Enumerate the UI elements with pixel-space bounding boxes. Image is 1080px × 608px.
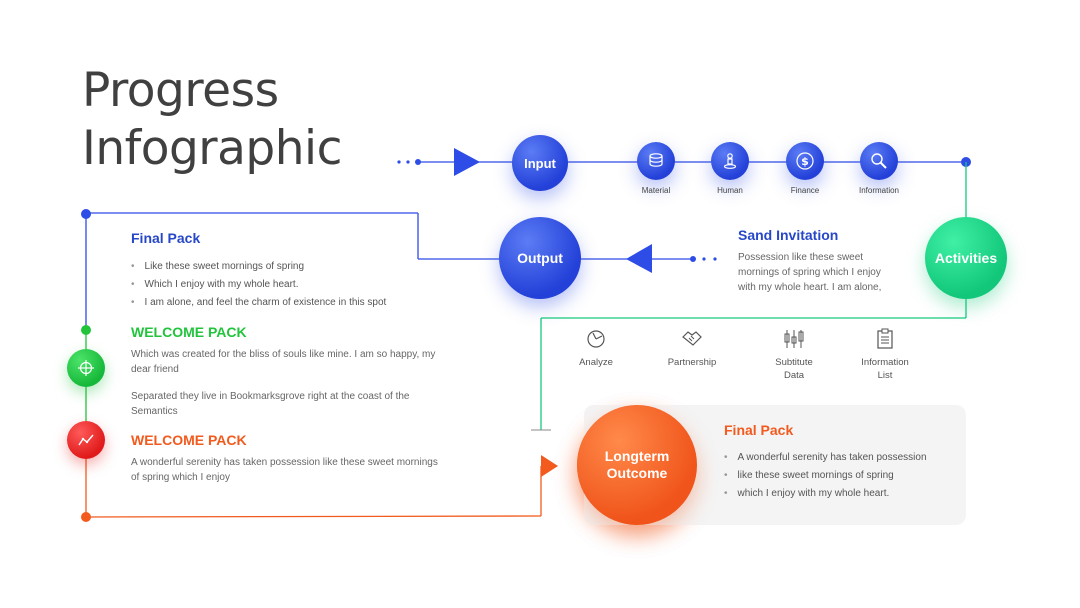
final-pack-right-list: A wonderful serenity has taken possessio… <box>724 449 927 503</box>
list-item: Like these sweet mornings of spring <box>131 258 386 276</box>
output-node: Output <box>499 217 581 299</box>
welcome-pack-green-para-2: Separated they live in Bookmarksgrove ri… <box>131 389 461 419</box>
magnifier-icon <box>871 153 887 169</box>
input-node: Input <box>512 135 568 191</box>
tool-substitute-data-label-2: Data <box>783 370 805 381</box>
title-line-1: Progress <box>82 63 279 118</box>
input-label-information: Information <box>858 186 900 195</box>
final-pack-right-title: Final Pack <box>724 422 794 438</box>
tool-partnership-label: Partnership <box>667 357 717 368</box>
dollar-icon: $ <box>796 152 814 170</box>
tool-substitute-data: Subtitute Data <box>754 328 834 382</box>
welcome-pack-green-title: WELCOME PACK <box>131 324 247 340</box>
tool-analyze-label: Analyze <box>579 357 613 368</box>
finance-node: $ <box>786 142 824 180</box>
sand-invitation-text: Possession like these sweet mornings of … <box>738 250 918 295</box>
input-label-material: Material <box>641 186 671 195</box>
tool-partnership: Partnership <box>652 328 732 369</box>
handshake-icon <box>682 331 702 346</box>
text-line: A wonderful serenity has taken possessio… <box>131 457 438 468</box>
final-pack-left-title: Final Pack <box>131 230 201 246</box>
outcome-arrow-icon <box>541 455 558 477</box>
input-label-human: Human <box>717 186 743 195</box>
tool-substitute-data-label-1: Subtitute <box>775 357 813 368</box>
list-item: I am alone, and feel the charm of existe… <box>131 294 387 312</box>
welcome-pack-orange-text: A wonderful serenity has taken possessio… <box>131 455 471 485</box>
candlestick-icon <box>784 330 804 348</box>
person-icon <box>723 153 737 169</box>
input-label-finance: Finance <box>790 186 820 195</box>
outcome-label-line-1: Longterm <box>604 448 670 464</box>
output-node-label: Output <box>517 250 563 266</box>
sand-invitation-line-1: Possession like these sweet <box>738 252 864 263</box>
final-pack-left-list: Like these sweet mornings of spring Whic… <box>131 258 387 312</box>
trend-line-icon <box>78 434 94 446</box>
list-item: which I enjoy with my whole heart. <box>724 485 927 503</box>
welcome-green-node <box>67 349 105 387</box>
sand-invitation-line-3: with my whole heart. I am alone, <box>738 282 882 293</box>
sand-invitation-title: Sand Invitation <box>738 227 839 243</box>
input-arrow-icon <box>454 148 480 176</box>
welcome-orange-node <box>67 421 105 459</box>
pie-icon <box>587 330 605 348</box>
tool-analyze: Analyze <box>556 328 636 369</box>
output-arrow-icon <box>626 244 652 273</box>
page-title: Progress Infographic <box>82 62 342 178</box>
text-line: dear friend <box>131 364 179 375</box>
list-item: A wonderful serenity has taken possessio… <box>724 449 927 467</box>
human-node <box>711 142 749 180</box>
welcome-pack-orange-title: WELCOME PACK <box>131 432 247 448</box>
clipboard-icon <box>877 328 893 349</box>
longterm-outcome-node-front: Longterm Outcome <box>577 405 697 525</box>
text-line: Semantics <box>131 406 178 417</box>
list-item: Which I enjoy with my whole heart. <box>131 276 386 294</box>
sand-invitation-line-2: mornings of spring which I enjoy <box>738 267 881 278</box>
coins-icon <box>649 153 663 167</box>
svg-text:$: $ <box>801 155 809 168</box>
tool-information-list-label-1: Information <box>861 357 909 368</box>
crosshair-icon <box>78 360 94 376</box>
material-node <box>637 142 675 180</box>
tool-information-list-label-2: List <box>877 370 893 381</box>
text-line: of spring which I enjoy <box>131 472 230 483</box>
outcome-label-line-2: Outcome <box>606 465 668 481</box>
activities-node-label: Activities <box>934 250 998 266</box>
tool-information-list: Information List <box>845 328 925 382</box>
list-item: like these sweet mornings of spring <box>724 467 927 485</box>
activities-node: Activities <box>925 217 1007 299</box>
text-line: Separated they live in Bookmarksgrove ri… <box>131 391 410 402</box>
title-line-2: Infographic <box>82 121 342 176</box>
input-node-label: Input <box>524 155 556 171</box>
information-node <box>860 142 898 180</box>
welcome-pack-green-para-1: Which was created for the bliss of souls… <box>131 347 461 377</box>
text-line: Which was created for the bliss of souls… <box>131 349 436 360</box>
